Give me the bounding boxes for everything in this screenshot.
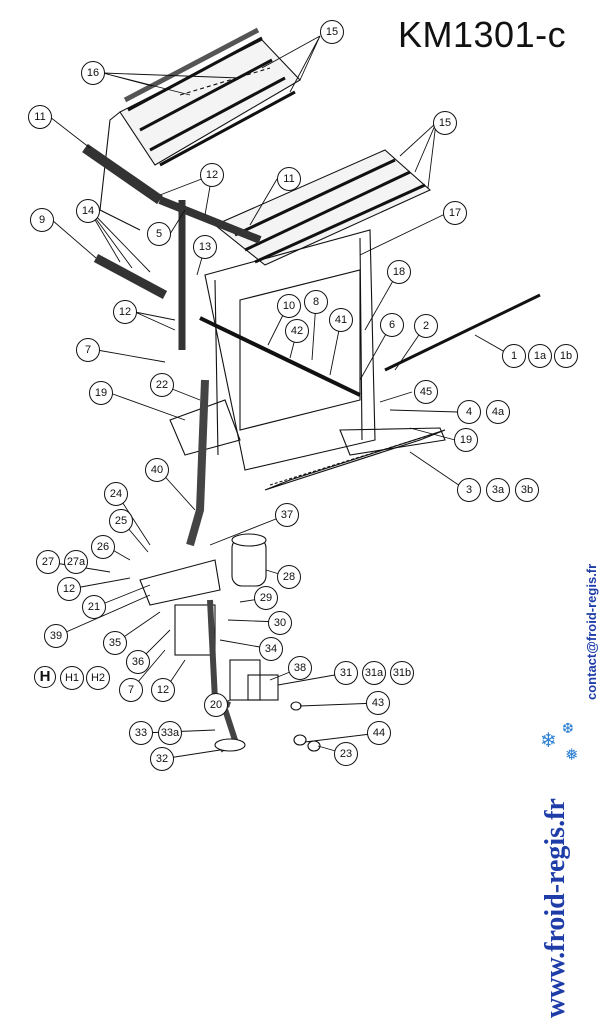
callout-19: 19 bbox=[89, 381, 113, 405]
callout-8: 8 bbox=[304, 290, 328, 314]
callout-20: 20 bbox=[204, 693, 228, 717]
callout-12: 12 bbox=[57, 577, 81, 601]
callout-16: 16 bbox=[81, 61, 105, 85]
callout-30: 30 bbox=[268, 611, 292, 635]
shaft-10 bbox=[199, 316, 361, 397]
callout-11: 11 bbox=[277, 167, 301, 191]
callout-45: 45 bbox=[414, 380, 438, 404]
callout-38: 38 bbox=[288, 656, 312, 680]
pipe-11b bbox=[158, 196, 262, 244]
callout-3: 3 bbox=[457, 478, 481, 502]
callout-7: 7 bbox=[76, 338, 100, 362]
callout-14: 14 bbox=[76, 199, 100, 223]
callout-44: 44 bbox=[367, 721, 391, 745]
callout-2: 2 bbox=[414, 314, 438, 338]
callout-33a: 33a bbox=[158, 721, 182, 745]
callout-10: 10 bbox=[277, 294, 301, 318]
upper-evaporator-assembly bbox=[99, 27, 301, 231]
callout-15: 15 bbox=[320, 20, 344, 44]
watermark-site: www.froid-regis.fr bbox=[540, 798, 571, 1018]
callout-33: 33 bbox=[129, 721, 153, 745]
callout-25: 25 bbox=[109, 509, 133, 533]
callout-13: 13 bbox=[193, 235, 217, 259]
callout-36: 36 bbox=[126, 650, 150, 674]
callout-11: 11 bbox=[28, 105, 52, 129]
callout-34: 34 bbox=[259, 637, 283, 661]
callout-43: 43 bbox=[366, 691, 390, 715]
callout-29: 29 bbox=[254, 586, 278, 610]
watermark-contact: contact@froid-regis.fr bbox=[584, 563, 599, 700]
callout-35: 35 bbox=[103, 631, 127, 655]
callout-26: 26 bbox=[91, 535, 115, 559]
callout-18: 18 bbox=[387, 260, 411, 284]
callout-22: 22 bbox=[150, 373, 174, 397]
callout-27: 27 bbox=[36, 550, 60, 574]
callout-21: 21 bbox=[82, 595, 106, 619]
pipe-9 bbox=[93, 254, 168, 299]
callout-24: 24 bbox=[104, 482, 128, 506]
snowflake-icon: ❄ bbox=[540, 730, 557, 752]
callout-15: 15 bbox=[433, 111, 457, 135]
callout-23: 23 bbox=[334, 742, 358, 766]
callout-28: 28 bbox=[277, 565, 301, 589]
main-frame bbox=[204, 229, 376, 471]
snowflake-icon: ❆ bbox=[562, 720, 574, 736]
snowflake-icon: ❅ bbox=[565, 747, 579, 764]
model-title: KM1301-c bbox=[398, 14, 567, 55]
callout-1b: 1b bbox=[554, 344, 578, 368]
callout-31b: 31b bbox=[390, 661, 414, 685]
callout-12: 12 bbox=[200, 163, 224, 187]
callout-37: 37 bbox=[275, 503, 299, 527]
callout-3b: 3b bbox=[515, 478, 539, 502]
callout-1a: 1a bbox=[528, 344, 552, 368]
callout-17: 17 bbox=[443, 201, 467, 225]
shaft-1 bbox=[384, 293, 541, 372]
callout-H: H bbox=[34, 666, 56, 688]
water-tray bbox=[169, 399, 446, 491]
callout-6: 6 bbox=[380, 313, 404, 337]
callout-32: 32 bbox=[150, 747, 174, 771]
callout-5: 5 bbox=[147, 222, 171, 246]
callout-4a: 4a bbox=[486, 400, 510, 424]
callout-19: 19 bbox=[454, 428, 478, 452]
callout-9: 9 bbox=[30, 208, 54, 232]
callout-40: 40 bbox=[145, 458, 169, 482]
callout-31: 31 bbox=[334, 661, 358, 685]
callout-12: 12 bbox=[151, 678, 175, 702]
callout-H2: H2 bbox=[86, 666, 110, 690]
callout-39: 39 bbox=[44, 624, 68, 648]
callout-7: 7 bbox=[119, 678, 143, 702]
callout-4: 4 bbox=[457, 400, 481, 424]
callout-41: 41 bbox=[329, 308, 353, 332]
callout-42: 42 bbox=[285, 319, 309, 343]
callout-27a: 27a bbox=[64, 550, 88, 574]
callout-31a: 31a bbox=[362, 661, 386, 685]
callout-1: 1 bbox=[502, 344, 526, 368]
pipe-11 bbox=[82, 143, 163, 205]
callout-12: 12 bbox=[113, 300, 137, 324]
middle-evaporator-assembly bbox=[213, 149, 431, 266]
callout-3a: 3a bbox=[486, 478, 510, 502]
callout-H1: H1 bbox=[60, 666, 84, 690]
